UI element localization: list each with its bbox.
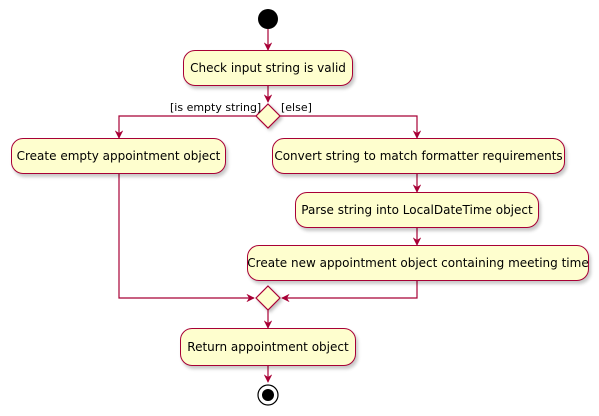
action-create-empty: Create empty appointment object — [11, 138, 226, 174]
edge-decision-convert — [280, 115, 422, 139]
edge-decision-create-empty — [114, 115, 256, 139]
edge-create-new-merge — [281, 281, 418, 303]
merge-diamond — [255, 285, 281, 311]
guard-empty-string: [is empty string] — [170, 101, 262, 114]
action-check-input: Check input string is valid — [183, 50, 353, 86]
action-return: Return appointment object — [180, 328, 356, 366]
action-create-new: Create new appointment object containing… — [247, 245, 589, 281]
edge-create-empty-merge — [118, 174, 255, 303]
action-convert-string: Convert string to match formatter requir… — [272, 138, 565, 174]
start-node — [258, 9, 278, 29]
decision-diamond — [255, 103, 281, 129]
action-parse-string: Parse string into LocalDateTime object — [295, 192, 539, 228]
guard-else: [else] — [281, 101, 312, 114]
end-node-inner — [262, 389, 274, 401]
